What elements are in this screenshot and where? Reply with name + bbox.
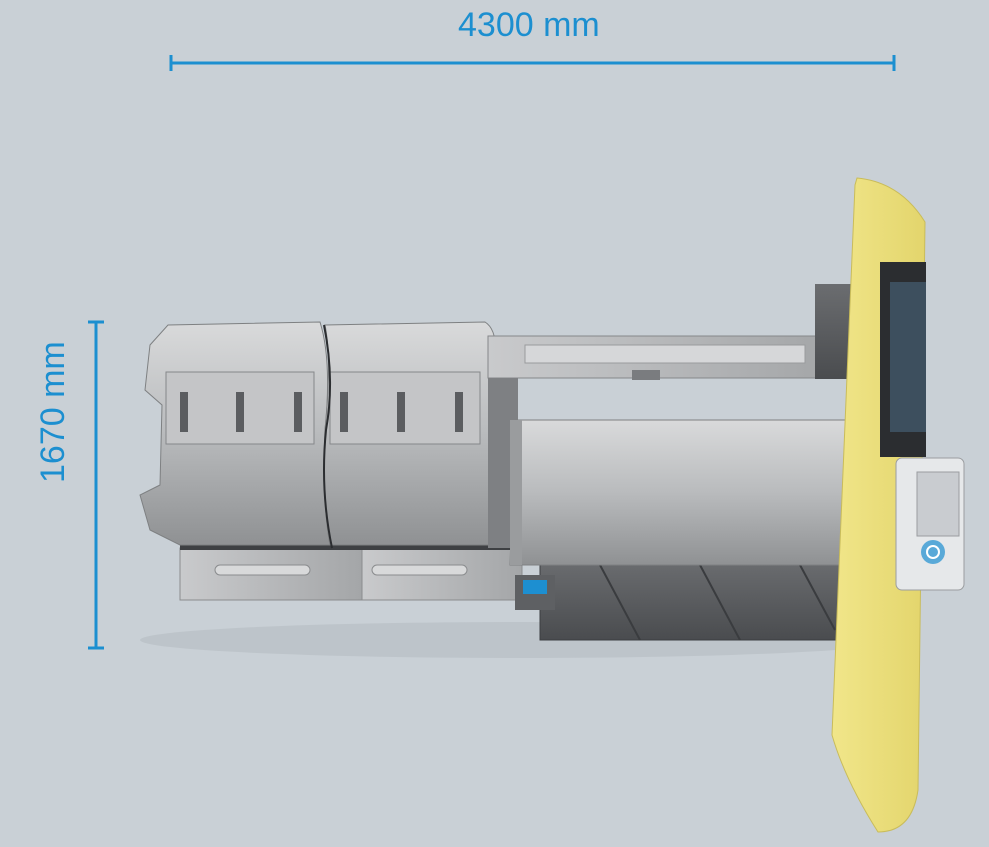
- printer-module-center: [323, 321, 496, 549]
- height-dimension-label: 1670 mm: [34, 341, 72, 483]
- height-dimension-line: [88, 320, 104, 650]
- printer-module-left: [139, 321, 331, 546]
- lower-drawers: [179, 540, 523, 601]
- control-terminal: [895, 457, 965, 591]
- width-dimension-line: [169, 55, 896, 71]
- main-cabinet: [509, 419, 861, 641]
- monitor-screen: [880, 262, 926, 457]
- width-dimension-label: 4300 mm: [458, 6, 600, 44]
